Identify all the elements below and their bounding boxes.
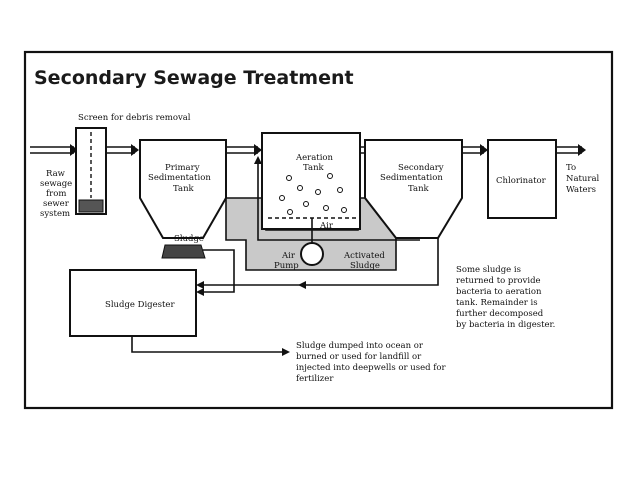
air-label-tank: Air xyxy=(319,221,334,231)
svg-text:Air: Air xyxy=(281,251,296,261)
svg-text:Tank: Tank xyxy=(303,163,325,173)
svg-text:Some sludge is: Some sludge is xyxy=(456,265,521,275)
svg-text:Sedimentation: Sedimentation xyxy=(148,173,211,183)
svg-text:Pump: Pump xyxy=(274,261,299,271)
pipe-secondary-to-chlorinator xyxy=(462,144,488,156)
svg-text:system: system xyxy=(40,209,70,219)
aeration-tank: Aeration Tank Air xyxy=(261,132,361,231)
svg-text:sewage: sewage xyxy=(40,179,72,189)
primary-sedimentation-tank: Primary Sedimentation Tank Sludge xyxy=(139,139,227,259)
sludge-dumped-arrow xyxy=(131,336,290,356)
svg-text:Secondary: Secondary xyxy=(398,163,444,173)
secondary-sedimentation-tank: Secondary Sedimentation Tank xyxy=(364,139,463,239)
svg-text:bacteria to aeration: bacteria to aeration xyxy=(456,287,542,297)
svg-text:Aeration: Aeration xyxy=(295,153,334,163)
screen-label: Screen for debris removal xyxy=(78,113,191,123)
svg-text:To: To xyxy=(566,163,576,173)
svg-text:injected into deepwells or use: injected into deepwells or used for xyxy=(296,363,447,373)
svg-text:burned or used for landfill or: burned or used for landfill or xyxy=(296,352,422,362)
sludge-to-digester-line xyxy=(196,249,235,296)
svg-text:Natural: Natural xyxy=(566,174,600,184)
sludge-dumped-note: Sludge dumped into ocean or burned or us… xyxy=(296,341,447,384)
svg-text:further decomposed: further decomposed xyxy=(456,309,544,319)
svg-text:sewer: sewer xyxy=(43,199,70,209)
sludge-digester: Sludge Digester xyxy=(69,269,197,337)
svg-text:tank. Remainder is: tank. Remainder is xyxy=(456,298,538,308)
sludge-returned-note: Some sludge is returned to provide bacte… xyxy=(456,265,555,330)
svg-text:returned to provide: returned to provide xyxy=(456,276,541,286)
svg-text:Sludge dumped into ocean or: Sludge dumped into ocean or xyxy=(296,341,424,351)
return-sludge-line xyxy=(196,156,439,289)
diagram-title: Secondary Sewage Treatment xyxy=(34,67,354,89)
svg-text:Tank: Tank xyxy=(408,184,430,194)
chlorinator: Chlorinator xyxy=(487,139,557,219)
activated-sludge-label: Activated Sludge xyxy=(343,251,385,271)
svg-text:Sedimentation: Sedimentation xyxy=(380,173,443,183)
pipe-primary-to-aeration xyxy=(226,144,262,156)
svg-text:Raw: Raw xyxy=(46,169,66,179)
svg-text:Tank: Tank xyxy=(173,184,195,194)
sludge-label: Sludge xyxy=(174,234,204,244)
svg-text:Sludge Digester: Sludge Digester xyxy=(105,300,175,310)
screen-chamber xyxy=(75,127,107,215)
svg-text:Primary: Primary xyxy=(165,163,200,173)
raw-sewage-label: Raw sewage from sewer system xyxy=(40,169,72,219)
svg-text:fertilizer: fertilizer xyxy=(296,374,334,384)
svg-text:Sludge: Sludge xyxy=(350,261,380,271)
air-pump: Air Pump xyxy=(274,218,324,271)
inflow-arrow xyxy=(30,144,78,156)
svg-text:Waters: Waters xyxy=(566,185,596,195)
pipe-screen-to-primary xyxy=(106,144,139,156)
svg-text:from: from xyxy=(46,189,66,199)
outflow-arrow xyxy=(556,144,586,156)
svg-text:Chlorinator: Chlorinator xyxy=(496,176,547,186)
svg-text:by bacteria in digester.: by bacteria in digester. xyxy=(456,320,555,330)
svg-text:Activated: Activated xyxy=(343,251,385,261)
to-natural-waters-label: To Natural Waters xyxy=(566,163,600,195)
